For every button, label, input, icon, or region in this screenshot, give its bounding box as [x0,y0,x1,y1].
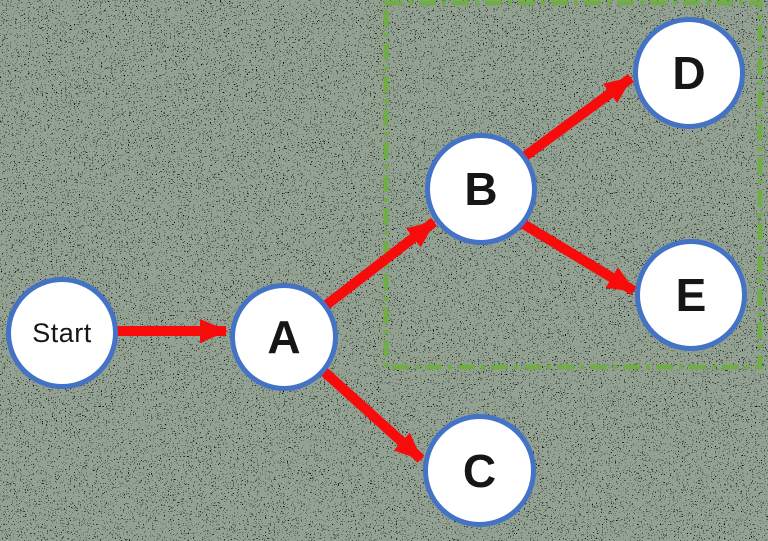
node-start-label: Start [32,317,92,348]
node-a: A [230,283,338,391]
node-a-label: A [267,311,301,363]
edge-a-b [321,218,438,310]
node-start: Start [6,277,118,389]
edge-a-c [316,364,425,463]
edge-b-d [521,73,634,162]
node-e-label: E [675,269,707,321]
node-c-label: C [462,444,497,497]
node-b: B [425,133,537,245]
node-d: D [633,17,745,129]
node-b-label: B [464,163,498,215]
edges-layer [116,73,637,463]
node-c: C [423,414,536,527]
group-boundary [383,0,763,370]
edge-b-e [517,217,637,296]
node-e: E [635,239,747,351]
node-d-label: D [672,47,706,99]
